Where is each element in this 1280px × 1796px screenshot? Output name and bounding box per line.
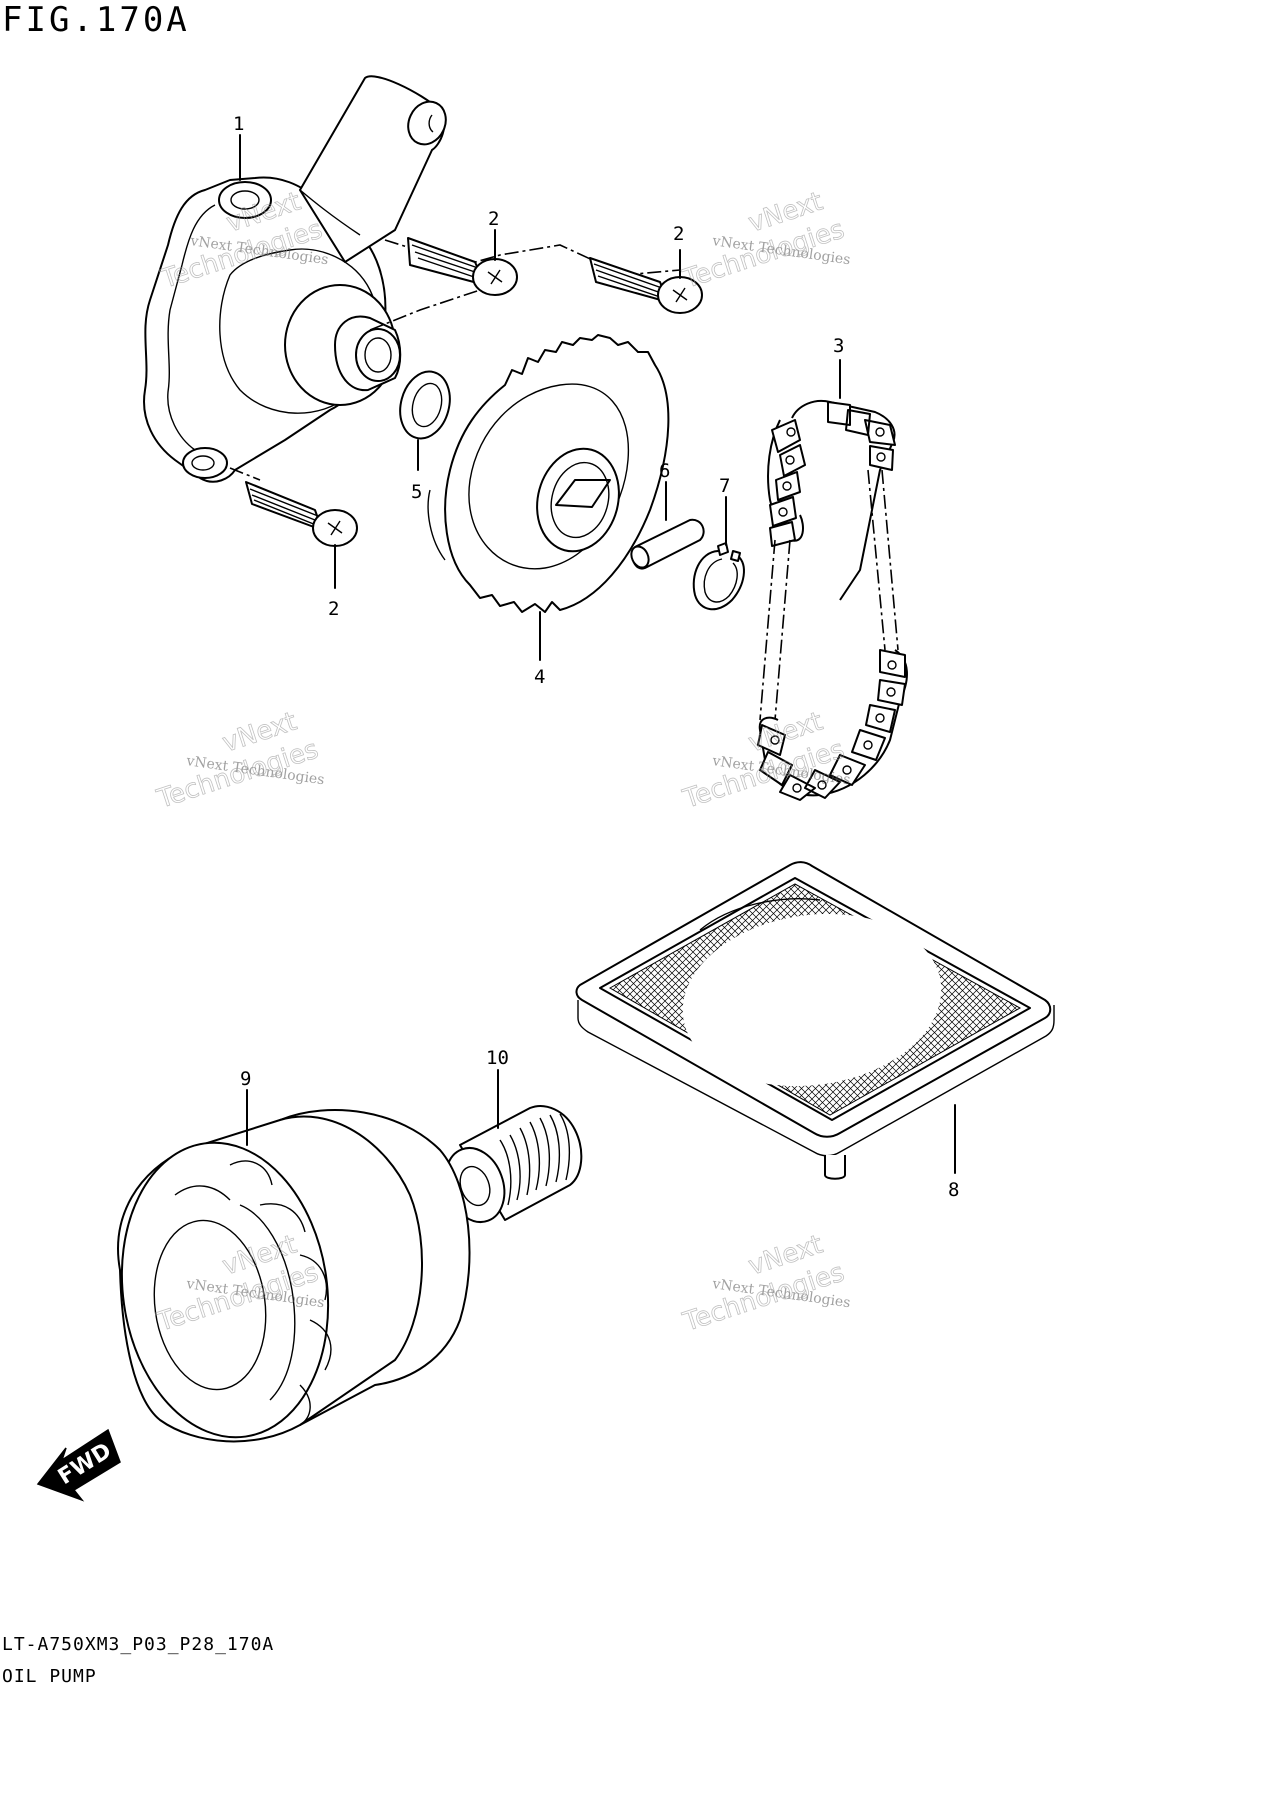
drive-chain[interactable] <box>757 399 908 801</box>
figure-code: LT-A750XM3_P03_P28_170A <box>2 1634 275 1655</box>
callout-7: 7 <box>719 475 730 497</box>
bolt-upper-right[interactable] <box>589 257 703 314</box>
assembly-line-bolt-left <box>229 467 261 481</box>
pin[interactable] <box>628 518 705 571</box>
callout-6: 6 <box>659 460 670 482</box>
callout-2-upper-middle: 2 <box>488 208 499 230</box>
assembly-line-bolt-lower <box>369 289 481 331</box>
circlip[interactable] <box>692 542 745 611</box>
callout-2-lower-left: 2 <box>328 598 339 620</box>
figure-name: OIL PUMP <box>2 1666 97 1687</box>
oil-pump-body[interactable] <box>143 75 453 483</box>
driven-sprocket[interactable] <box>427 334 670 613</box>
callout-9: 9 <box>240 1068 251 1090</box>
callout-1: 1 <box>233 113 244 135</box>
callout-2-upper-right: 2 <box>673 223 684 245</box>
oil-strainer[interactable] <box>575 861 1055 1180</box>
washer[interactable] <box>393 366 457 444</box>
callout-3: 3 <box>833 335 844 357</box>
bolt-upper-middle[interactable] <box>407 237 518 296</box>
callout-8: 8 <box>948 1179 959 1201</box>
bolt-lower-left[interactable] <box>245 481 358 547</box>
callout-4: 4 <box>534 666 545 688</box>
callout-5: 5 <box>411 481 422 503</box>
forward-arrow: FWD <box>36 1428 121 1502</box>
watermark-3: vNext Technologies vNext Technologies <box>153 706 326 815</box>
oil-filter[interactable] <box>103 1109 471 1451</box>
watermark-6: vNext Technologies vNext Technologies <box>679 1229 852 1338</box>
leader-lines <box>239 134 956 1174</box>
figure-title: FIG.170A <box>2 0 190 40</box>
watermark-2: vNext Technologies vNext Technologies <box>679 186 852 295</box>
callout-10: 10 <box>486 1047 509 1069</box>
